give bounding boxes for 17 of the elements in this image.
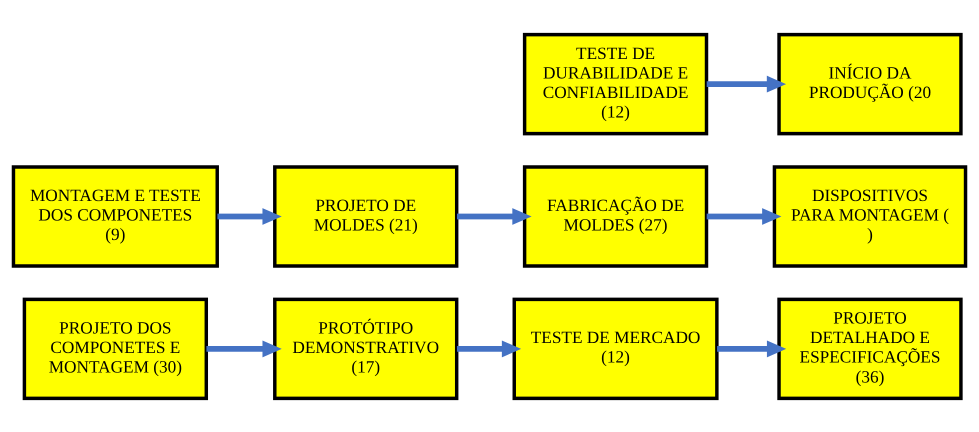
node-box: INÍCIO DA PRODUÇÃO (20 (777, 32, 963, 135)
node-box: PROJETO DETALHADO E ESPECIFICAÇÕES (36) (777, 297, 963, 400)
node-box: TESTE DE DURABILIDADE E CONFIABILIDADE (12) (522, 32, 708, 135)
node-box: PROJETO DE MOLDES (21) (273, 164, 458, 268)
node-box: DISPOSITIVOS PARA MONTAGEM ( ) (772, 164, 968, 268)
node-box: PROTÓTIPO DEMONSTRATIVO (17) (273, 297, 458, 400)
arrow (456, 340, 522, 357)
node-box: MONTAGEM E TESTE DOS COMPONETES (9) (12, 164, 219, 268)
arrow (706, 208, 782, 224)
arrow (706, 75, 786, 92)
arrow (717, 340, 786, 357)
node-box: FABRICAÇÃO DE MOLDES (27) (522, 164, 708, 268)
arrow (206, 340, 282, 357)
arrow (456, 208, 532, 224)
arrow (217, 208, 282, 224)
node-box: TESTE DE MERCADO (12) (512, 297, 719, 400)
node-box: PROJETO DOS COMPONETES E MONTAGEM (30) (22, 297, 208, 400)
